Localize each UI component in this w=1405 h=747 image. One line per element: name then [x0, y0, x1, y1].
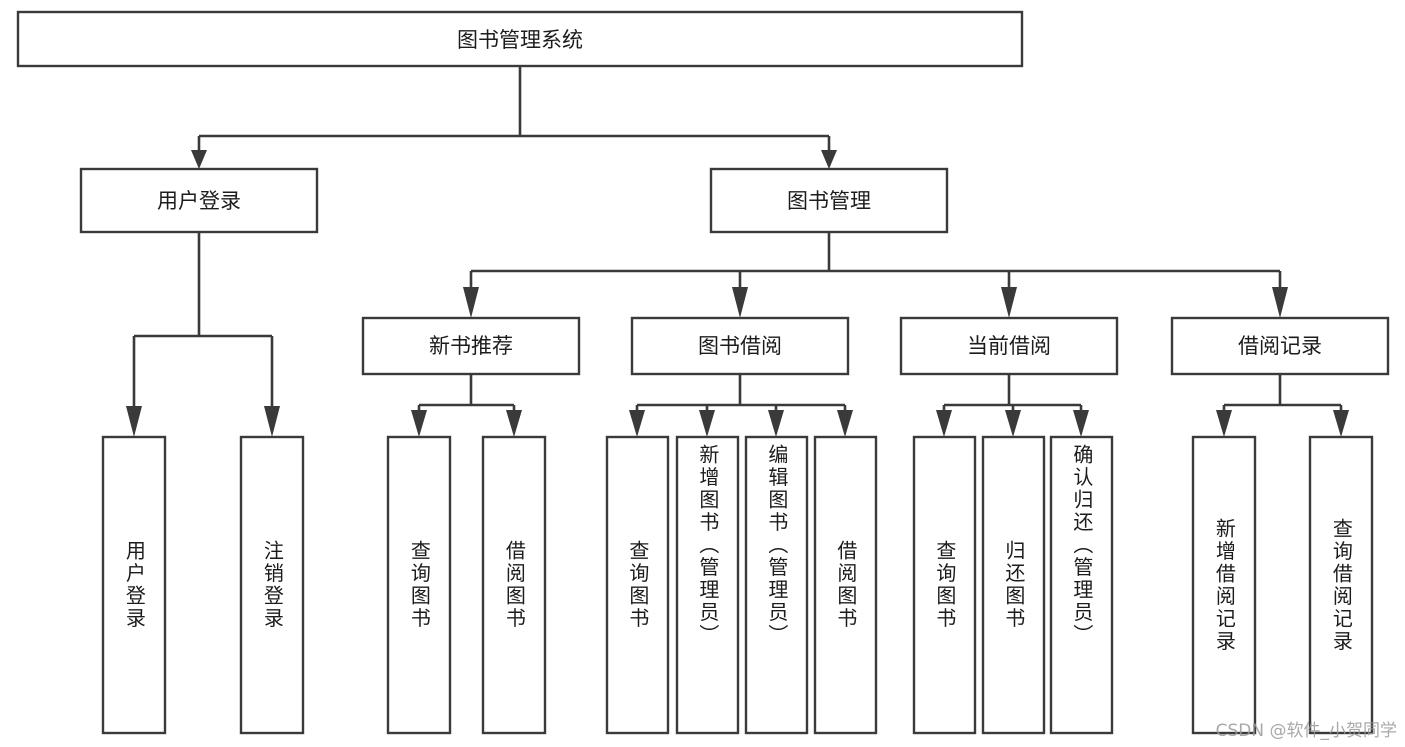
leaf-box-borrow-record-2[interactable] — [1308, 435, 1374, 735]
csdn-watermark: CSDN @软件_小贺同学 — [1215, 721, 1397, 741]
node-new-book-recommend-box[interactable] — [361, 316, 581, 376]
node-user-login-label: 用户登录 — [157, 189, 241, 213]
leaf-box-user-login-1[interactable] — [101, 435, 167, 735]
node-root-label: 图书管理系统 — [457, 28, 583, 52]
arrowhead-leaf-book-borrow-2 — [699, 410, 715, 437]
node-current-borrow-box[interactable] — [899, 316, 1119, 376]
leaf-box-book-borrow-1[interactable] — [605, 435, 670, 735]
arrowhead-leaf-user-login-2 — [264, 406, 280, 437]
arrowhead-book-management — [821, 150, 837, 169]
leaf-box-borrow-record-1[interactable] — [1191, 435, 1257, 735]
leaf-box-book-borrow-2[interactable] — [675, 435, 740, 735]
node-root-box[interactable] — [16, 10, 1024, 68]
arrowhead-leaf-borrow-record-1 — [1216, 410, 1232, 437]
node-borrow-record-label: 借阅记录 — [1238, 334, 1322, 358]
leaf-box-user-login-2[interactable] — [239, 435, 305, 735]
leaf-box-book-borrow-3[interactable] — [744, 435, 809, 735]
arrowhead-new-book-recommend — [463, 287, 479, 318]
node-book-borrow-label: 图书借阅 — [698, 334, 782, 358]
arrowhead-leaf-book-borrow-3 — [768, 410, 784, 437]
leaf-box-current-borrow-1[interactable] — [912, 435, 977, 735]
arrowhead-current-borrow — [1001, 287, 1017, 318]
arrowhead-leaf-current-borrow-2 — [1005, 410, 1021, 437]
arrowhead-leaf-new-book-2 — [506, 410, 522, 437]
leaf-box-current-borrow-2[interactable] — [981, 435, 1046, 735]
node-current-borrow-label: 当前借阅 — [967, 334, 1051, 358]
arrowhead-borrow-record — [1272, 287, 1288, 318]
leaf-box-current-borrow-3[interactable] — [1049, 435, 1114, 735]
leaf-box-book-borrow-4[interactable] — [813, 435, 878, 735]
node-new-book-recommend-label: 新书推荐 — [429, 334, 513, 358]
node-user-login-box[interactable] — [79, 167, 319, 234]
arrowhead-leaf-current-borrow-3 — [1073, 410, 1089, 437]
arrowhead-leaf-book-borrow-4 — [837, 410, 853, 437]
arrowhead-book-borrow — [732, 287, 748, 318]
arrowhead-leaf-current-borrow-1 — [936, 410, 952, 437]
leaf-box-new-book-1[interactable] — [386, 435, 452, 735]
arrowhead-leaf-user-login-1 — [126, 406, 142, 437]
arrowhead-leaf-book-borrow-1 — [629, 410, 645, 437]
arrowhead-leaf-borrow-record-2 — [1333, 410, 1349, 437]
leaf-box-new-book-2[interactable] — [481, 435, 547, 735]
arrowhead-user-login — [191, 150, 207, 169]
node-book-management-label: 图书管理 — [787, 189, 871, 213]
arrowhead-leaf-new-book-1 — [411, 410, 427, 437]
